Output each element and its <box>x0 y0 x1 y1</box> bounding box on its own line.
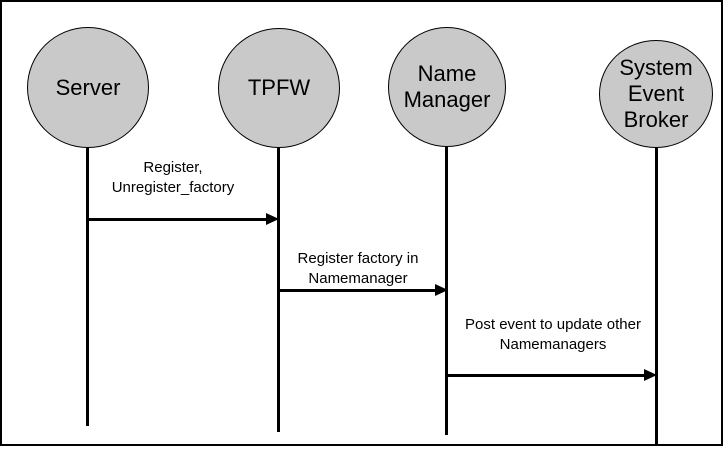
lifeline-system-event-broker <box>655 147 658 444</box>
message-arrow-tpfw-to-name-manager <box>279 289 436 292</box>
message-label-register-unregister-factory: Register, Unregister_factory <box>111 159 235 196</box>
actor-label-name-manager: Name Manager <box>403 61 491 112</box>
message-label-post-event-to-update-other-namemanagers: Post event to update other Namemanagers <box>465 316 641 353</box>
arrowhead-right-icon <box>644 369 657 381</box>
actor-label-system-event-broker: System Event Broker <box>619 55 693 132</box>
actor-node-server: Server <box>27 27 149 148</box>
lifeline-tpfw <box>277 147 280 432</box>
actor-label-server: Server <box>55 74 121 100</box>
actor-node-tpfw: TPFW <box>218 28 340 148</box>
actor-node-name-manager: Name Manager <box>388 27 506 147</box>
message-label-register-factory-in-namemanager: Register factory in Namemanager <box>297 250 419 287</box>
lifeline-server <box>86 146 89 426</box>
actor-node-system-event-broker: System Event Broker <box>599 40 713 148</box>
actor-label-tpfw: TPFW <box>247 75 311 101</box>
arrowhead-right-icon <box>435 284 448 296</box>
message-arrow-name-manager-to-system-event-broker <box>448 374 645 377</box>
arrowhead-right-icon <box>266 213 279 225</box>
message-arrow-server-to-tpfw <box>88 218 267 221</box>
